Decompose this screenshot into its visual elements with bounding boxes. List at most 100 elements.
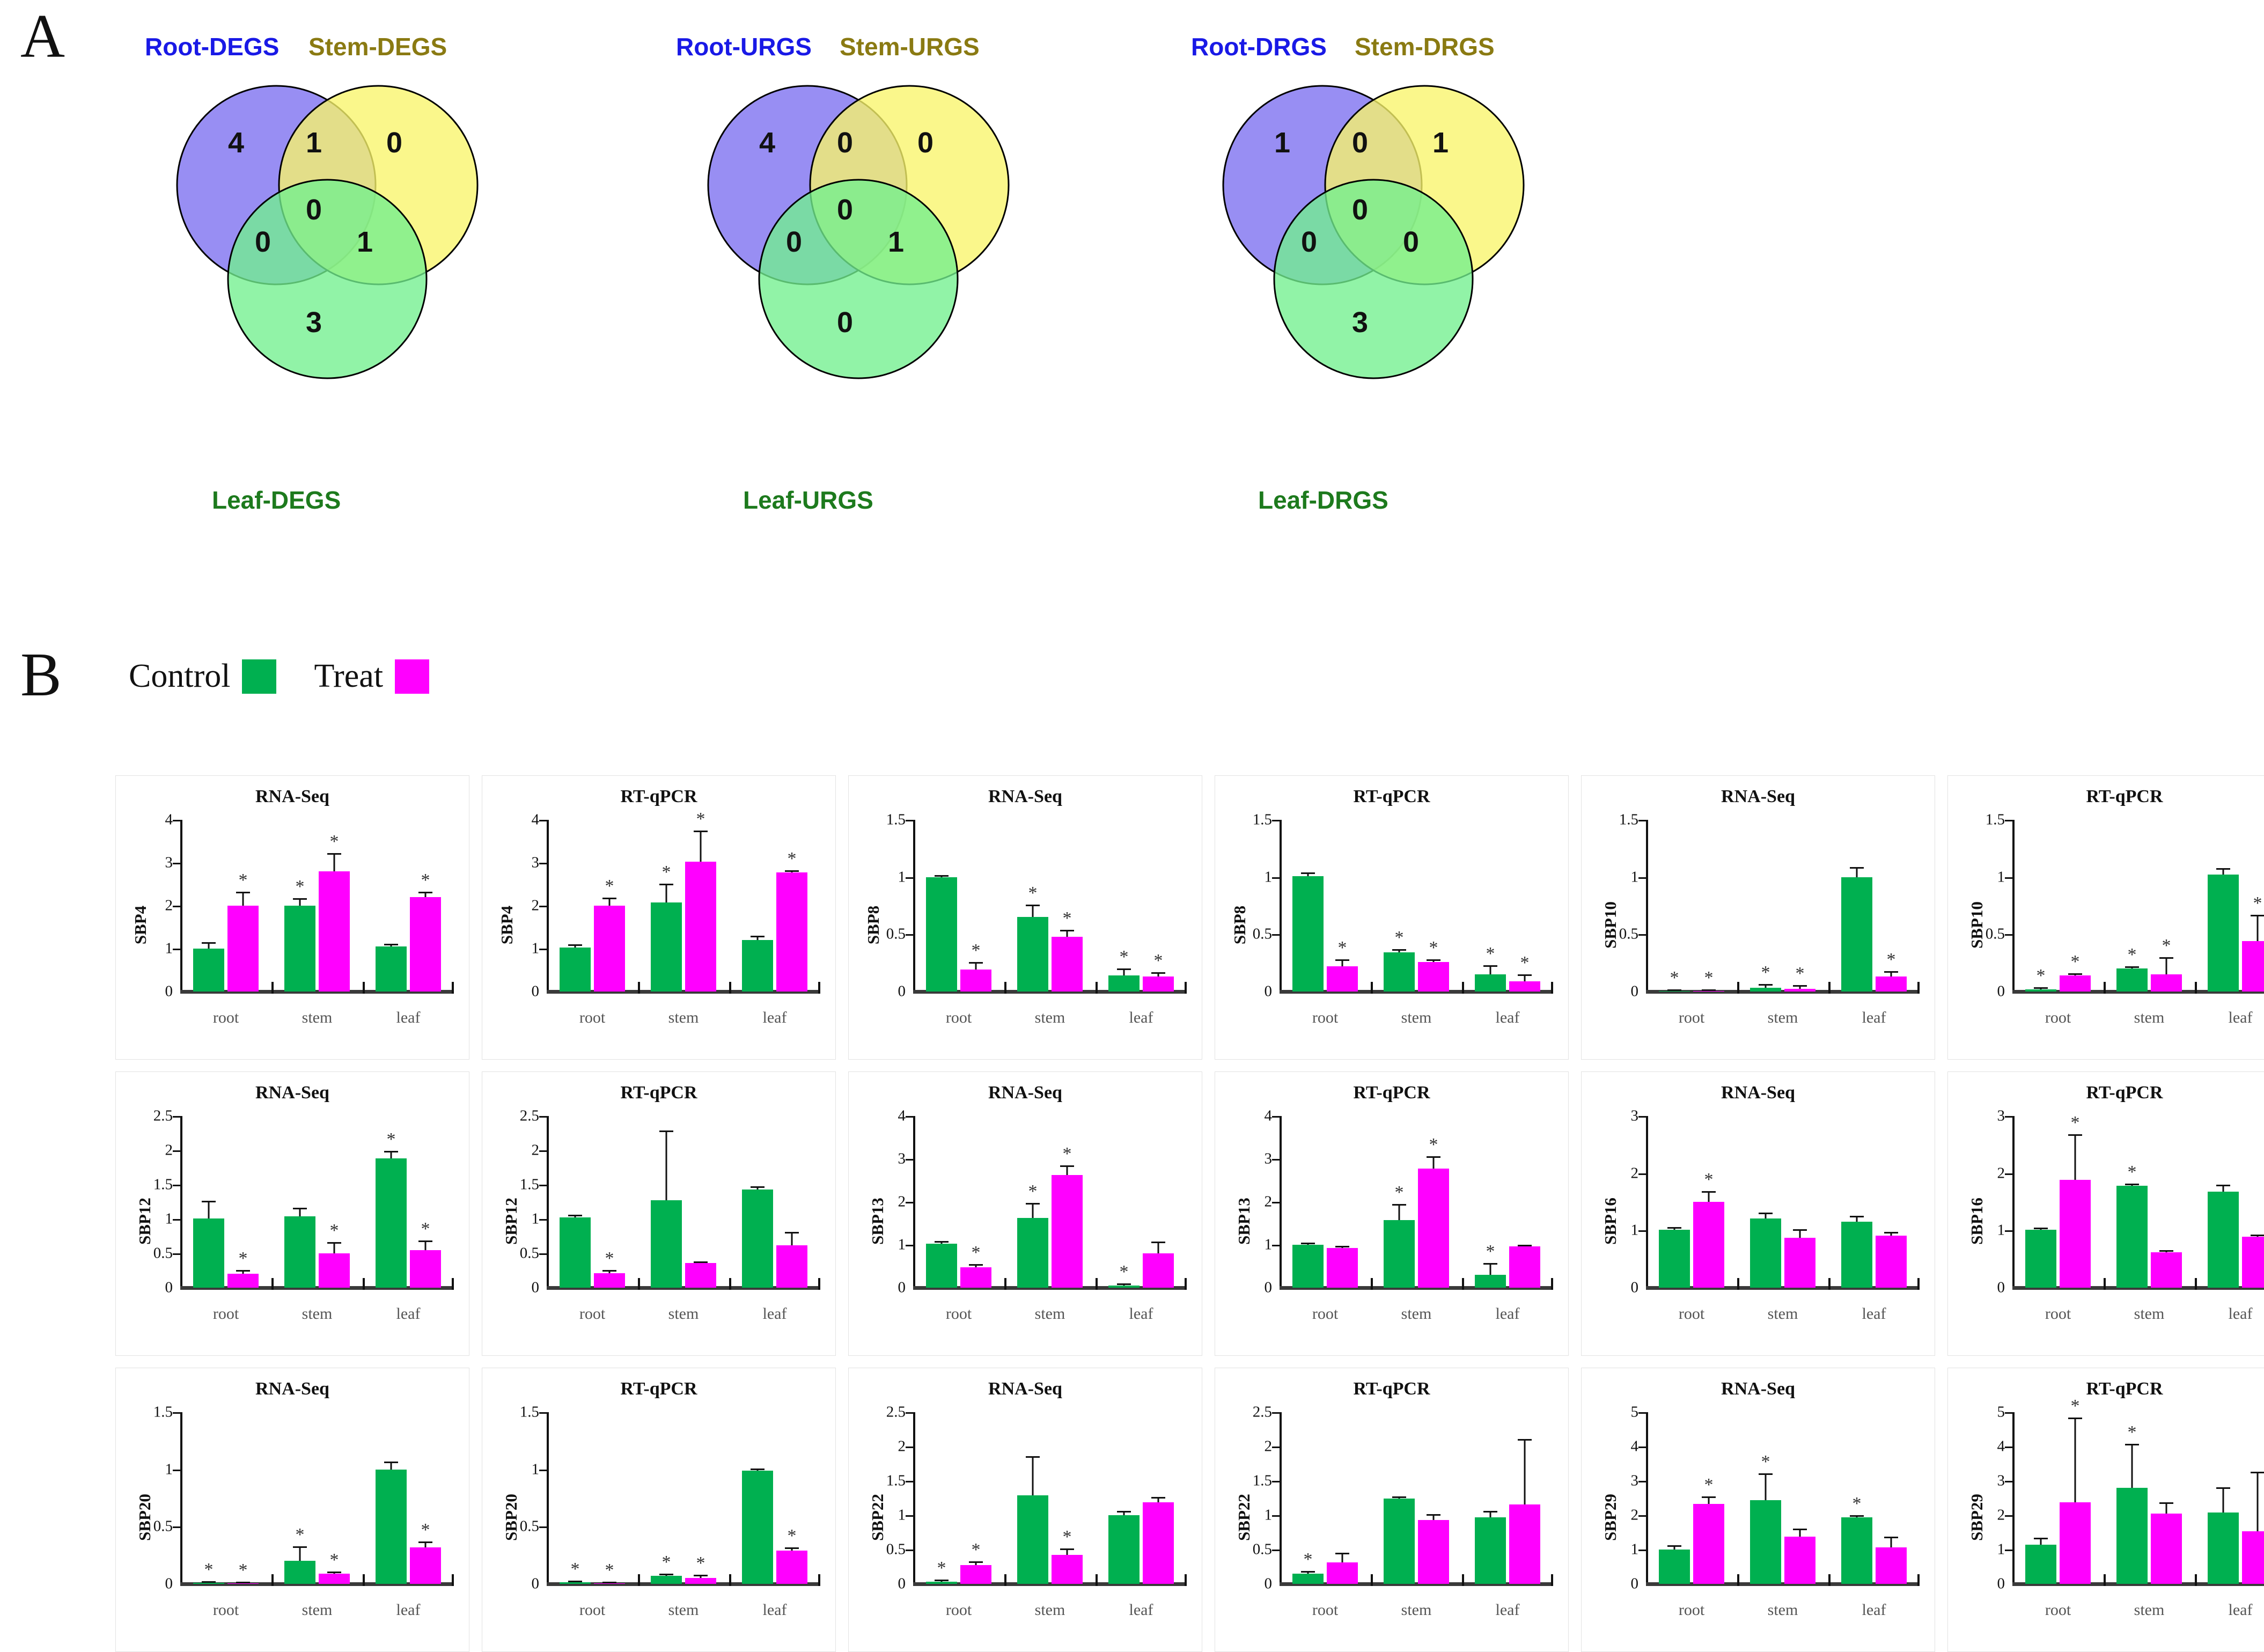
significance-star: *	[696, 810, 705, 828]
bar-control-leaf	[2208, 875, 2239, 992]
y-tick-mark	[1272, 1515, 1280, 1517]
bar-slot: *	[1784, 820, 1815, 992]
bar-treat-stem	[685, 862, 716, 992]
significance-star: *	[2071, 1114, 2080, 1132]
y-tick-mark	[906, 1159, 913, 1161]
venn-title-root-urgs: Root-URGS	[676, 32, 812, 61]
error-bar-cap	[293, 898, 307, 900]
y-tick-mark	[2005, 1412, 2012, 1414]
bar-slot: *	[1693, 1116, 1724, 1288]
y-tick-label: 1	[1265, 1507, 1273, 1524]
error-bar-cap	[1702, 989, 1716, 991]
error-bar	[242, 893, 244, 906]
bar-treat-stem	[1052, 937, 1083, 992]
bar-group-stem: **stem	[271, 820, 363, 992]
significance-star: *	[1704, 1476, 1714, 1494]
y-axis-label: SBP10	[1601, 901, 1620, 949]
bar-group-root: *root	[1280, 1412, 1371, 1584]
bar-group-leaf: *leaf	[1096, 1116, 1187, 1288]
bar-slot: *	[1750, 820, 1781, 992]
significance-star: *	[1486, 1243, 1495, 1261]
error-bar	[425, 1543, 427, 1547]
y-tick-mark	[1272, 820, 1280, 821]
x-category-label-stem: stem	[1371, 1601, 1462, 1619]
bar-group-leaf: leaf	[2195, 1116, 2264, 1288]
venn-circles-drgs	[1207, 72, 1540, 427]
bar-slot: *	[1384, 820, 1415, 992]
error-bar-cap	[969, 1561, 983, 1563]
bar-slot: *	[1052, 820, 1083, 992]
y-tick-label: 3	[165, 854, 173, 872]
bar-treat-leaf	[1509, 1246, 1540, 1288]
bar-slot: *	[1108, 820, 1140, 992]
bar-slot: *	[319, 1412, 350, 1584]
bar-slot: *	[1017, 820, 1048, 992]
error-bar	[425, 893, 427, 897]
y-tick-label: 1.5	[1986, 811, 2005, 829]
y-tick-mark	[1272, 934, 1280, 936]
bar-group-root: *root	[1646, 1116, 1737, 1288]
y-axis-label: SBP20	[135, 1494, 155, 1541]
significance-star: *	[2128, 1423, 2137, 1442]
bar-control-root	[1292, 1245, 1324, 1288]
bar-treat-stem	[1052, 1175, 1083, 1288]
significance-star: *	[1063, 909, 1072, 928]
significance-star: *	[2071, 953, 2080, 971]
bar-group-leaf: *leaf	[363, 820, 454, 992]
venn-count-root-stem-leaf-degs: 0	[295, 193, 333, 226]
x-category-label-leaf: leaf	[1096, 1009, 1187, 1027]
venn-title-root-drgs: Root-DRGS	[1191, 32, 1327, 61]
y-tick-label: 1	[165, 1210, 173, 1228]
y-tick-label: 0.5	[520, 1245, 539, 1262]
x-category-label-root: root	[180, 1009, 271, 1027]
bar-slot: *	[685, 1412, 716, 1584]
error-bar	[609, 899, 611, 906]
y-tick-mark	[173, 1185, 180, 1186]
y-axis-label: SBP13	[868, 1198, 887, 1245]
chart-title: RT-qPCR	[1215, 787, 1568, 807]
significance-star: *	[696, 1554, 705, 1573]
bar-slot	[1876, 1116, 1907, 1288]
bar-group-stem: *stem	[271, 1116, 363, 1288]
x-category-label-leaf: leaf	[1462, 1305, 1553, 1323]
error-bar-cap	[1392, 1204, 1406, 1206]
bar-slot: *	[227, 1116, 259, 1288]
error-bar-cap	[1151, 1242, 1165, 1243]
error-bar-cap	[785, 1547, 799, 1549]
significance-star: *	[1120, 1263, 1129, 1281]
bar-slot	[193, 820, 224, 992]
bar-control-leaf	[1475, 974, 1506, 992]
y-tick-mark	[173, 1470, 180, 1471]
legend-swatch-treat	[395, 659, 429, 694]
error-bar	[2040, 1539, 2042, 1545]
error-bar-cap	[1117, 968, 1131, 970]
y-axis-label: SBP8	[1230, 906, 1249, 944]
error-bar-cap	[2034, 1538, 2048, 1539]
y-tick-mark	[1272, 877, 1280, 879]
y-tick-label: 3	[1997, 1107, 2005, 1125]
bar-slot: *	[227, 1412, 259, 1584]
bar-treat-stem	[2151, 1252, 2182, 1288]
bar-group-stem: **stem	[1371, 820, 1462, 992]
bar-treat-root	[227, 1274, 259, 1288]
error-bar-cap	[694, 831, 708, 832]
error-bar	[1123, 970, 1125, 975]
bar-slot: *	[2060, 1116, 2091, 1288]
error-bar-cap	[751, 936, 765, 937]
bar-slot: *	[651, 820, 682, 992]
y-tick-label: 4	[1265, 1107, 1273, 1125]
y-tick-mark	[1272, 1447, 1280, 1448]
bar-treat-root	[960, 1565, 991, 1584]
x-category-label-leaf: leaf	[363, 1601, 454, 1619]
bar-treat-stem	[1784, 1238, 1815, 1288]
bar-slot	[1659, 1116, 1690, 1288]
bar-group-leaf: *leaf	[2195, 820, 2264, 992]
error-bar	[2075, 1419, 2076, 1503]
